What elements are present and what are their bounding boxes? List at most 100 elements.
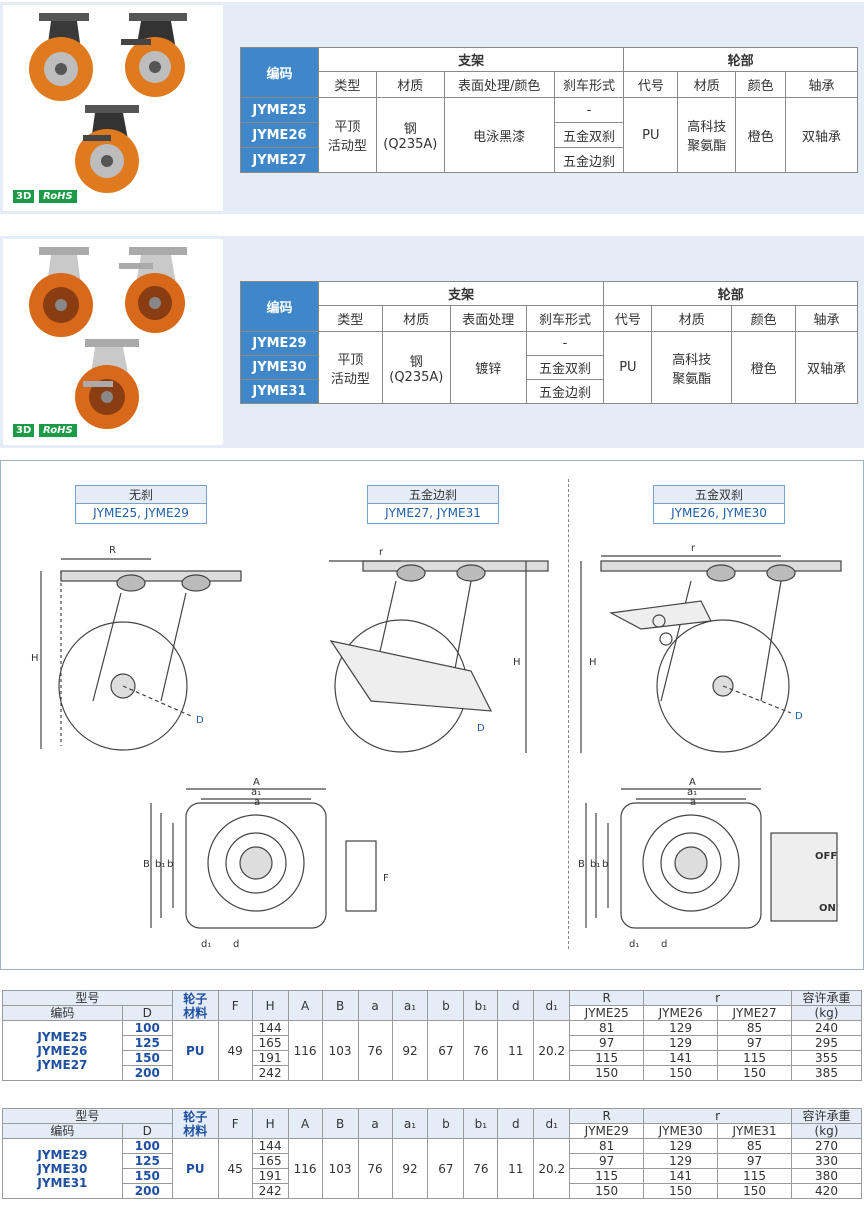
badge-3d: 3D	[13, 190, 35, 203]
header-D: D	[121, 1123, 173, 1139]
R-cell: 97	[569, 1153, 645, 1169]
diameter-cell: 125	[121, 1035, 173, 1051]
code-cell: JYME30	[240, 355, 319, 380]
dimension-table-1: 型号 轮子 材料 F H A B a a₁ b b₁ d d₁ R r 容许承重…	[2, 990, 862, 1081]
brake-cell: -	[525, 331, 605, 356]
load-cell: 295	[791, 1035, 862, 1051]
caption-title: 五金边刹	[368, 486, 498, 504]
wheel-code-cell: PU	[603, 331, 653, 404]
r1-cell: 129	[643, 1035, 719, 1051]
H-cell: 165	[251, 1035, 289, 1051]
label-d1: d₁	[629, 939, 640, 950]
label-b1: b₁	[155, 859, 166, 870]
b1-cell: 76	[463, 1020, 499, 1081]
model-cell: JYME25 JYME26 JYME27	[2, 1020, 123, 1081]
label-D: D	[477, 723, 485, 734]
header-bearing: 轴承	[785, 71, 858, 98]
label-D: D	[196, 715, 204, 726]
r2-cell: 115	[717, 1168, 792, 1184]
caster-drawing	[40, 555, 842, 929]
r2-cell: 85	[717, 1020, 792, 1036]
F-cell: 49	[217, 1020, 253, 1081]
header-code: 编码	[2, 1123, 123, 1139]
r1-cell: 150	[643, 1065, 719, 1081]
surface-cell: 镀锌	[449, 331, 527, 404]
r2-cell: 150	[717, 1065, 792, 1081]
d-cell: 11	[497, 1138, 535, 1199]
header-code: 编码	[240, 47, 319, 98]
header-r: r	[643, 1108, 792, 1124]
header-code: 编码	[240, 281, 319, 332]
header-d: d	[497, 990, 535, 1021]
brake-cell: 五金边刹	[553, 147, 625, 173]
header-b1: b₁	[463, 1108, 499, 1139]
header-brake: 刹车形式	[525, 305, 605, 332]
r1-cell: 150	[643, 1183, 719, 1199]
a-cell: 76	[357, 1138, 393, 1199]
header-type: 类型	[317, 71, 377, 98]
H-cell: 242	[251, 1065, 289, 1081]
code-cell: JYME25	[240, 97, 319, 123]
label-d: d	[233, 939, 240, 950]
label-a: a	[690, 797, 697, 808]
header-R-model: JYME29	[569, 1123, 645, 1139]
H-cell: 242	[251, 1183, 289, 1199]
label-D: D	[795, 711, 803, 722]
header-load: 容许承重	[791, 990, 862, 1006]
brake-cell: 五金双刹	[525, 355, 605, 380]
label-R: R	[109, 545, 116, 556]
caption-models: JYME26, JYME30	[671, 506, 767, 520]
r2-cell: 85	[717, 1138, 792, 1154]
caption-double-brake: 五金双刹 JYME26, JYME30	[653, 485, 785, 524]
header-type: 类型	[317, 305, 383, 332]
load-cell: 355	[791, 1050, 862, 1066]
R-cell: 115	[569, 1168, 645, 1184]
load-cell: 420	[791, 1183, 862, 1199]
header-wheel-material: 材质	[677, 71, 737, 98]
label-d1: d₁	[201, 939, 212, 950]
label-B: B	[143, 859, 150, 870]
spec-table-2: 编码 支架 轮部 类型 材质 表面处理 刹车形式 代号 材质 颜色 轴承 JYM…	[240, 281, 858, 404]
R-cell: 97	[569, 1035, 645, 1051]
badge-rohs: RoHS	[39, 424, 77, 437]
product-photo-1: 3D RoHS	[3, 5, 223, 211]
header-kg: (kg)	[791, 1005, 862, 1021]
header-H: H	[251, 990, 289, 1021]
material-cell: 钢 (Q235A)	[375, 97, 445, 173]
a1-cell: 92	[391, 1138, 429, 1199]
header-r-model: JYME26	[643, 1005, 719, 1021]
A-cell: 116	[287, 1138, 323, 1199]
header-load: 容许承重	[791, 1108, 862, 1124]
header-d1: d₁	[533, 990, 571, 1021]
diameter-cell: 200	[121, 1065, 173, 1081]
r1-cell: 141	[643, 1168, 719, 1184]
header-kg: (kg)	[791, 1123, 862, 1139]
caster-wheel-icon	[29, 13, 187, 193]
header-a: a	[357, 1108, 393, 1139]
bearing-cell: 双轴承	[785, 97, 858, 173]
caption-side-brake: 五金边刹 JYME27, JYME31	[367, 485, 499, 524]
load-cell: 240	[791, 1020, 862, 1036]
header-wheel-code: 代号	[623, 71, 679, 98]
header-r: r	[643, 990, 792, 1006]
wheel-code-cell: PU	[623, 97, 679, 173]
B-cell: 103	[321, 1020, 359, 1081]
b-cell: 67	[427, 1138, 465, 1199]
header-B: B	[321, 1108, 359, 1139]
type-cell: 平顶 活动型	[317, 331, 383, 404]
r1-cell: 129	[643, 1153, 719, 1169]
diameter-cell: 125	[121, 1153, 173, 1169]
divider	[568, 479, 569, 949]
header-color: 颜色	[735, 71, 787, 98]
label-r: r	[379, 547, 384, 558]
label-H: H	[589, 657, 597, 668]
header-material: 材质	[375, 71, 445, 98]
header-A: A	[287, 990, 323, 1021]
diameter-cell: 100	[121, 1020, 173, 1036]
header-D: D	[121, 1005, 173, 1021]
header-bracket: 支架	[317, 281, 605, 306]
header-a1: a₁	[391, 1108, 429, 1139]
label-H: H	[513, 657, 521, 668]
d-cell: 11	[497, 1020, 535, 1081]
spec-table-1: 编码 支架 轮部 类型 材质 表面处理/颜色 刹车形式 代号 材质 颜色 轴承 …	[240, 47, 858, 173]
